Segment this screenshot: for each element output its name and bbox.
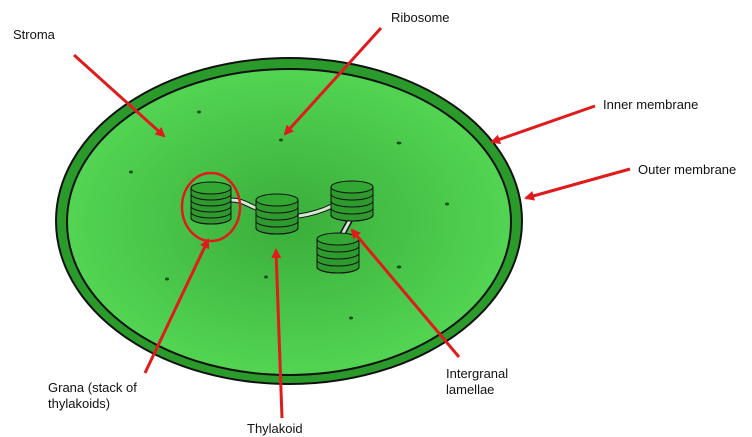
granum-stack-middle <box>256 194 298 234</box>
granum-stack-right-top <box>331 181 373 221</box>
ribosome-dot <box>264 276 268 279</box>
ribosome-label: Ribosome <box>391 10 450 26</box>
ribosome-dot <box>165 278 169 281</box>
ribosome-dot <box>197 111 201 114</box>
inner-membrane-arrow <box>492 106 595 142</box>
granum-stack-left <box>191 182 231 224</box>
stroma-label: Stroma <box>13 27 55 43</box>
granum-stack-right-bottom <box>317 233 359 273</box>
thylakoid-disc-top <box>191 182 231 194</box>
ribosome-dot <box>279 139 283 142</box>
thylakoid-disc-top <box>331 181 373 193</box>
thylakoid-disc-top <box>256 194 298 206</box>
grana-label: Grana (stack of thylakoids) <box>48 380 137 412</box>
ribosome-dot <box>349 317 353 320</box>
outer-membrane-arrow <box>526 169 630 198</box>
outer-membrane-label: Outer membrane <box>638 162 736 178</box>
ribosome-dot <box>397 142 402 145</box>
inner-membrane-label: Inner membrane <box>603 97 698 113</box>
ribosome-dot <box>129 171 133 174</box>
ribosome-dot <box>397 266 402 269</box>
thylakoid-disc-top <box>317 233 359 245</box>
thylakoid-label: Thylakoid <box>247 421 303 437</box>
intergranal-label: Intergranal lamellae <box>446 366 508 398</box>
ribosome-dot <box>445 203 449 206</box>
